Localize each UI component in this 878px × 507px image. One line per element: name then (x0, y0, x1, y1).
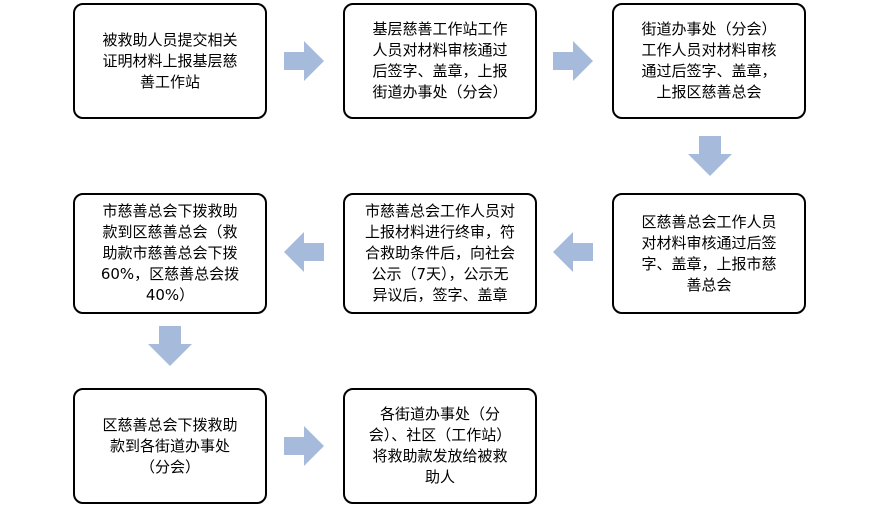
arrow-right-icon (553, 41, 593, 81)
arrow-right-icon (284, 41, 324, 81)
flow-step-6: 市慈善总会下拨救助 款到区慈善总会（救 助款市慈善总会下拨 60%，区慈善总会拨… (73, 193, 267, 314)
arrow-left-icon (553, 232, 593, 272)
flow-step-2: 基层慈善工作站工作 人员对材料审核通过 后签字、盖章，上报 街道办事处（分会） (343, 3, 537, 119)
arrow-down-icon (148, 326, 192, 366)
flow-step-5: 市慈善总会工作人员对 上报材料进行终审，符 合救助条件后，向社会 公示（7天），… (343, 193, 537, 314)
flow-step-7: 区慈善总会下拨救助 款到各街道办事处 （分会） (73, 388, 267, 504)
arrow-left-icon (284, 232, 324, 272)
flow-step-4: 区慈善总会工作人员 对材料审核通过后签 字、盖章，上报市慈 善总会 (612, 193, 806, 314)
flow-step-8: 各街道办事处（分 会）、社区（工作站） 将救助款发放给被救 助人 (343, 388, 537, 504)
arrow-right-icon (284, 426, 324, 466)
arrow-down-icon (688, 136, 732, 176)
flow-step-3: 街道办事处（分会） 工作人员对材料审核 通过后签字、盖章， 上报区慈善总会 (612, 3, 806, 119)
flow-step-1: 被救助人员提交相关 证明材料上报基层慈 善工作站 (73, 3, 267, 119)
